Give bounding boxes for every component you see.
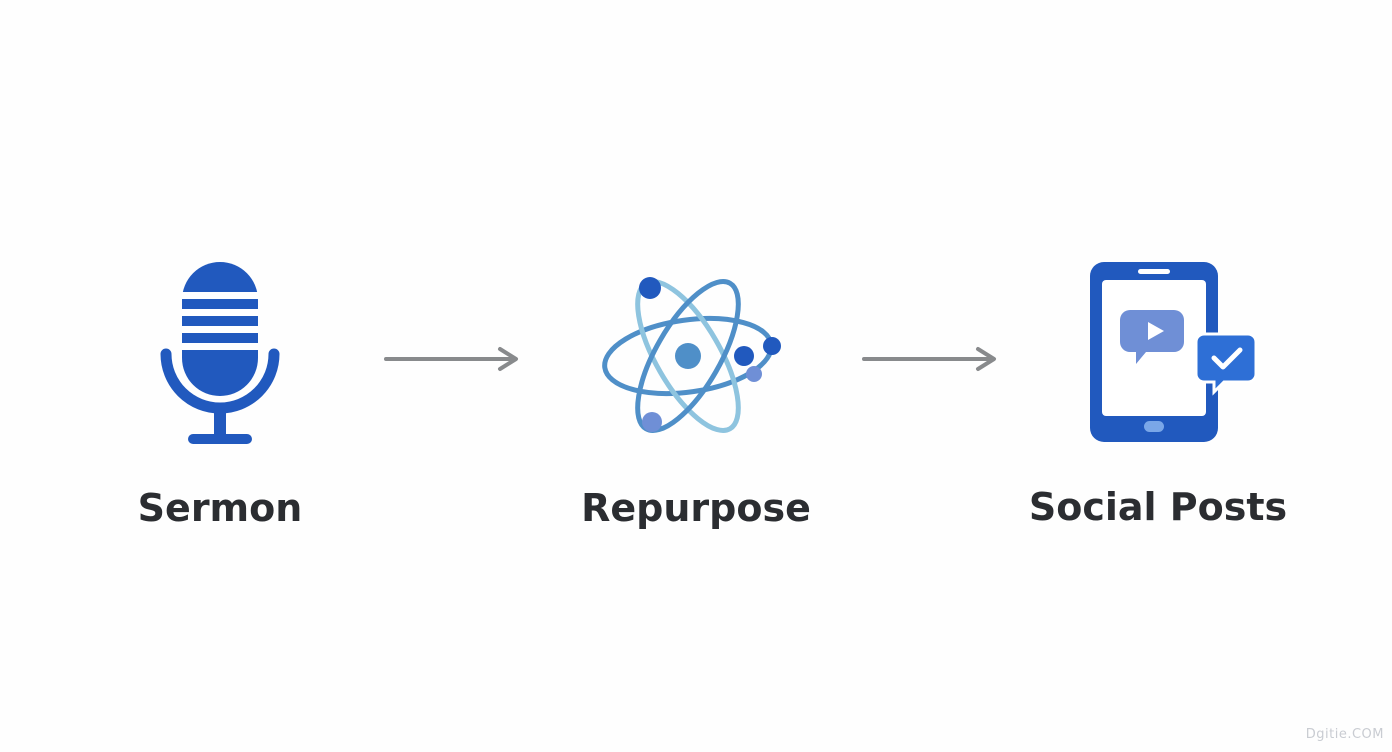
step-label-sermon: Sermon [137, 486, 303, 530]
smartphone-social-icon [1090, 262, 1258, 442]
arrow-right-icon [862, 347, 996, 371]
atom-icon [602, 277, 781, 433]
arrow-right-icon [384, 347, 518, 371]
step-label-social-posts: Social Posts [1028, 485, 1288, 529]
step-label-repurpose: Repurpose [581, 486, 811, 530]
microphone-icon [160, 262, 280, 444]
watermark: Dgitie.COM [1305, 727, 1384, 742]
